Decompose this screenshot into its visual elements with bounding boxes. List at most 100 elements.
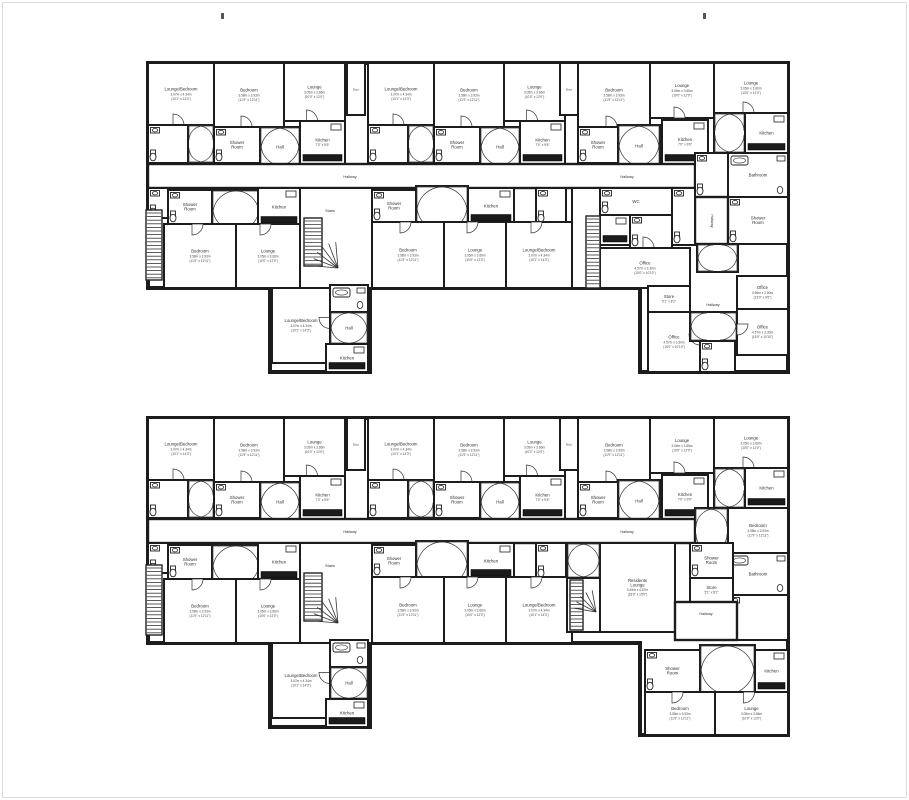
room-label: (10'0" x 12'0") <box>741 91 761 95</box>
room-room <box>329 639 369 668</box>
room-room <box>671 187 696 246</box>
room-label: Room <box>706 560 718 565</box>
room-label: Room <box>667 671 679 676</box>
room-label: (11'9" x 12'11") <box>604 453 625 457</box>
room-room <box>693 195 730 246</box>
room-label: Shower <box>230 140 245 145</box>
room-label: Duct <box>353 442 359 446</box>
room-label: 3.58m x 3.93m <box>397 608 418 612</box>
room-label: 3.05m x 3.66m <box>671 444 692 448</box>
room-label: (10'0" x 12'0") <box>258 614 278 618</box>
room-label: 3.58m x 3.93m <box>458 448 479 452</box>
room-label: Bedroom <box>605 88 623 93</box>
hallway-label: Hallway <box>620 530 633 534</box>
room-room <box>407 479 435 519</box>
room-label: 3.05m x 3.66m <box>257 254 278 258</box>
room-label: 3.05m x 3.66m <box>464 608 485 612</box>
room-label: Duct <box>566 442 572 446</box>
room-label: Shower <box>183 557 198 562</box>
room-label: (11'9" x 12'11") <box>190 259 211 263</box>
room-hall: Hall <box>329 311 369 345</box>
room-label: Lounge <box>527 85 542 90</box>
room-label: Lounge/Bedroom <box>523 603 556 608</box>
room-label: 7'0" x 9'6" <box>536 143 550 147</box>
room-label: 7'0" x 9'6" <box>536 498 550 502</box>
room-kitchen: Kitchen <box>744 112 789 154</box>
room-room <box>187 479 215 519</box>
room-label: Kitchen <box>484 203 499 208</box>
room-label: (11'9" x 12'11") <box>398 258 419 262</box>
room-label: 5'1" x 8'2" <box>662 300 676 304</box>
room-label: (15'0" x 10'10") <box>663 345 684 349</box>
room-label: 4.57m x 3.30m <box>663 340 684 344</box>
room-label: (13'0" x 9'6") <box>754 295 772 299</box>
room-label: Kitchen <box>484 558 499 563</box>
room-label: Kitchen <box>759 130 774 135</box>
room-label: Lounge <box>744 81 759 86</box>
room-label: (10'0" x 12'0") <box>741 446 761 450</box>
room-label: 4.57m x 3.30m <box>752 330 773 334</box>
room-label: Room <box>752 220 764 225</box>
room-room <box>407 124 435 164</box>
room-room <box>699 340 736 373</box>
room-room <box>147 479 189 519</box>
room-label: (10'1" x 14'3") <box>391 452 411 456</box>
room-label: (11'9" x 12'11") <box>190 614 211 618</box>
hallway-label: Hallway <box>343 530 356 534</box>
room-label: Lounge <box>261 604 276 609</box>
room-duct: Duct <box>559 62 579 116</box>
room-label: (10'1" x 14'3") <box>529 258 549 262</box>
room-label: Shower <box>591 140 606 145</box>
room-label: (10'0" x 12'0") <box>305 95 325 99</box>
room-label: (10'1" x 14'3") <box>171 97 191 101</box>
room-label: Office <box>757 325 769 330</box>
room-kitchen: Kitchen <box>325 343 369 373</box>
room-label: Kitchen <box>535 138 550 143</box>
room-label: 7'0" x 9'6" <box>678 143 692 147</box>
room-label: Bedroom <box>191 604 209 609</box>
room-kitchen: Kitchen <box>744 467 789 509</box>
room-label: Room <box>231 145 243 150</box>
room-label: (18'0" x 15'0") <box>628 593 648 597</box>
room-label: Room <box>592 145 604 150</box>
room-label: Residents <box>628 578 647 583</box>
room-kitchen: Kitchen <box>467 187 515 225</box>
room-room <box>367 479 409 519</box>
room-kitchen: Kitchen <box>754 649 789 693</box>
room-label: 3.58m x 3.93m <box>189 609 210 613</box>
room-label: Hall <box>635 498 642 503</box>
room-room <box>673 600 739 642</box>
room-label: (10'0" x 12'0") <box>465 258 485 262</box>
room-label: (10'1" x 14'3") <box>529 613 549 617</box>
room-label: (11'9" x 12'11") <box>670 716 691 720</box>
room-label: 3.58m x 3.93m <box>458 93 479 97</box>
room-label: Bedroom <box>191 249 209 254</box>
room-room <box>696 243 739 273</box>
room-label: 3.58m x 3.93m <box>238 93 259 97</box>
room-label: Kitchen <box>272 204 287 209</box>
hallway-label: Hallway <box>706 303 719 307</box>
room-label: 5.49m x 4.57m <box>627 588 648 592</box>
room-label: Kitchen <box>678 137 693 142</box>
room-label: Duct <box>566 87 572 91</box>
room-label: Hall <box>276 144 283 149</box>
room-label: (15'0" x 10'10") <box>634 271 655 275</box>
